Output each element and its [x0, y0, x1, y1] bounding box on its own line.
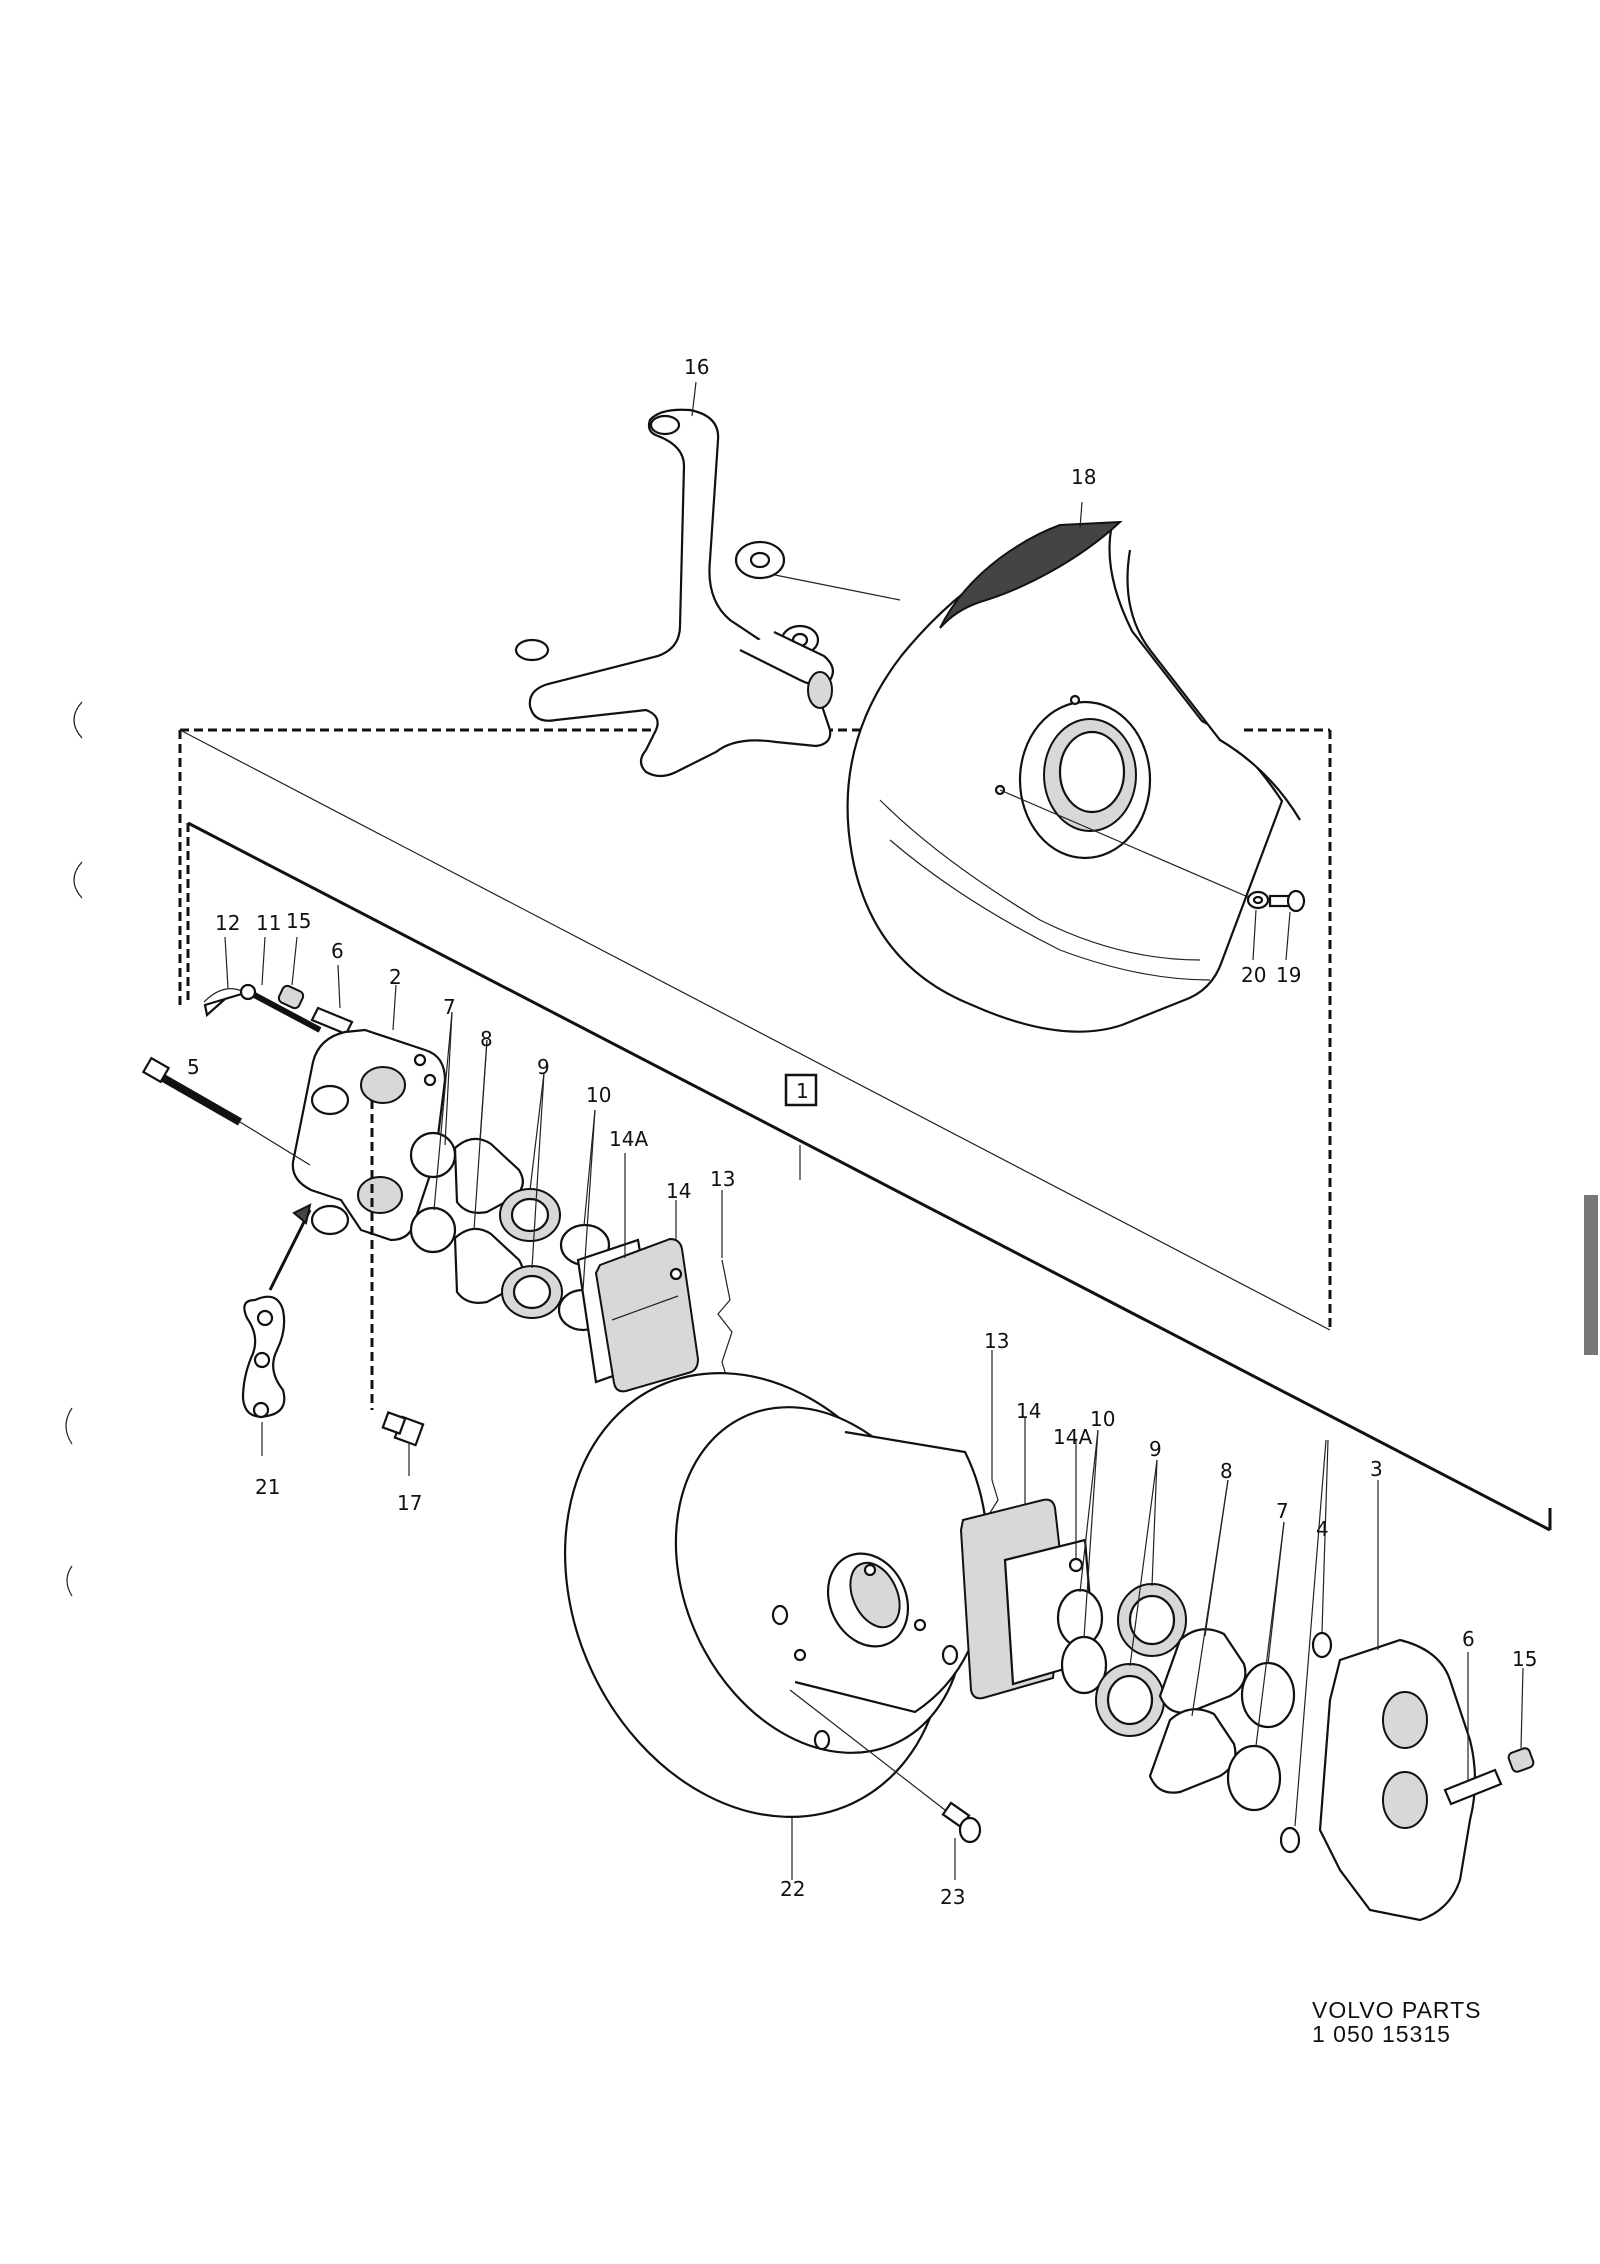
label-23: 23: [940, 1885, 965, 1909]
label-4: 4: [1316, 1517, 1329, 1541]
callout-labels: 16 18 20 19 12 11 15 6 2 7 8 9 10 14A 14…: [187, 355, 1537, 1909]
leader-lines: [224, 381, 1524, 1880]
assembly-callout-box: [784, 1073, 818, 1107]
label-16: 16: [684, 355, 709, 379]
label-17: 17: [397, 1491, 422, 1515]
label-2: 2: [389, 965, 402, 989]
footer-code: 1 050 15315: [1312, 2021, 1451, 2047]
label-11: 11: [256, 911, 281, 935]
brake-disc: [564, 1372, 989, 1818]
label-8-right: 8: [1220, 1459, 1233, 1483]
label-15-right: 15: [1512, 1647, 1537, 1671]
footer-brand: VOLVO PARTS: [1312, 1997, 1482, 2023]
washer-part: [1246, 890, 1270, 910]
label-15-left: 15: [286, 909, 311, 933]
splash-shield: [846, 520, 1301, 1033]
steering-knuckle: [514, 408, 901, 778]
label-9-left: 9: [537, 1055, 550, 1079]
label-13-left: 13: [710, 1167, 735, 1191]
label-14-right: 14: [1016, 1399, 1041, 1423]
binder-holes: [65, 701, 83, 1597]
footer: VOLVO PARTS 1 050 15315: [1312, 1997, 1482, 2047]
label-7-right: 7: [1276, 1499, 1289, 1523]
label-9-right: 9: [1149, 1437, 1162, 1461]
left-caliper-group: [141, 983, 733, 1447]
label-14A-right: 14A: [1053, 1425, 1092, 1449]
label-8-left: 8: [480, 1027, 493, 1051]
label-5: 5: [187, 1055, 200, 1079]
label-12: 12: [215, 911, 240, 935]
edge-marker: [1584, 1195, 1598, 1355]
label-10-right: 10: [1090, 1407, 1115, 1431]
right-caliper-group: [959, 1439, 1535, 1922]
screw-part: [1268, 889, 1306, 913]
label-22: 22: [780, 1877, 805, 1901]
label-13-right: 13: [984, 1329, 1009, 1353]
label-6-left: 6: [331, 939, 344, 963]
label-18: 18: [1071, 465, 1096, 489]
label-1: 1: [796, 1079, 809, 1103]
label-10-left: 10: [586, 1083, 611, 1107]
label-3: 3: [1370, 1457, 1383, 1481]
label-7-left: 7: [443, 995, 456, 1019]
label-14-left: 14: [666, 1179, 691, 1203]
disc-screw: [941, 1801, 982, 1844]
label-21: 21: [255, 1475, 280, 1499]
label-6-right: 6: [1462, 1627, 1475, 1651]
label-14A-left: 14A: [609, 1127, 648, 1151]
label-20: 20: [1241, 963, 1266, 987]
label-19: 19: [1276, 963, 1301, 987]
